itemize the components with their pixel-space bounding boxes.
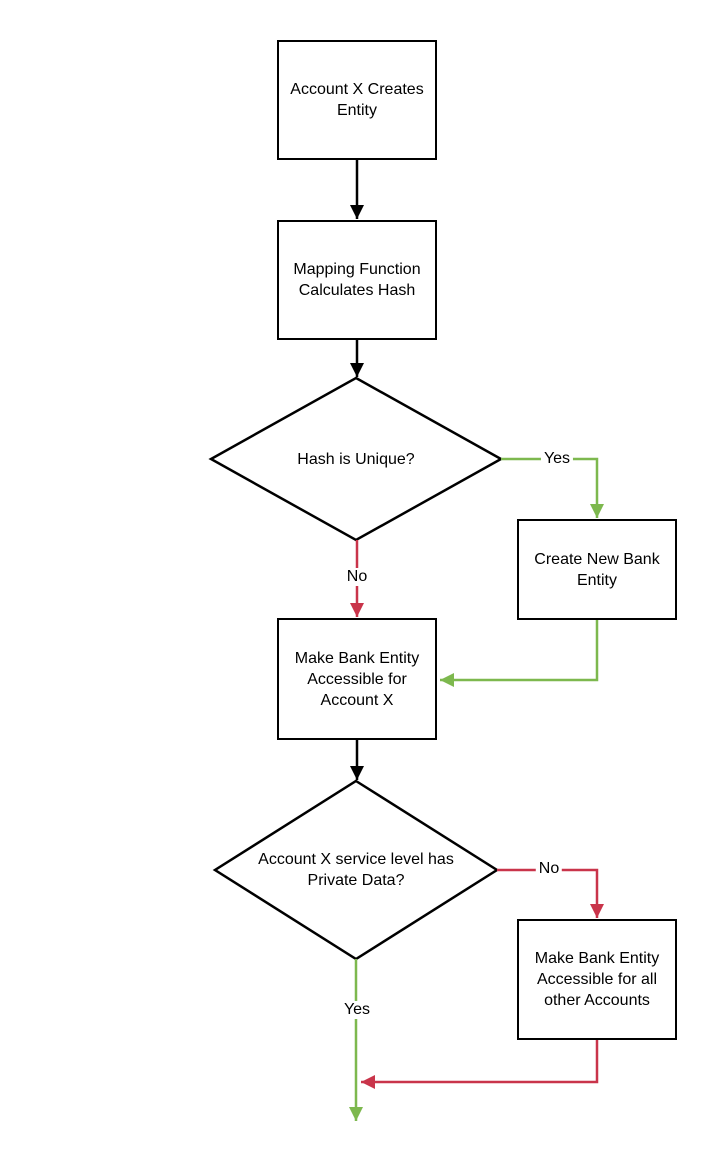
edge-label-yes: Yes <box>340 1001 374 1019</box>
edge-label-yes: Yes <box>540 450 574 468</box>
edge-accessibleall-to-exit <box>361 1040 599 1089</box>
node-label: Account X Creates Entity <box>290 81 424 119</box>
edge-hashunique-yes <box>501 457 604 518</box>
node-accessible-for-account-x: Make Bank Entity Accessible for Account … <box>277 618 437 740</box>
node-label: Make Bank Entity Accessible for Account … <box>294 649 420 709</box>
decision-private-data-label: Account X service level has Private Data… <box>258 851 454 889</box>
node-create-new-bank-entity: Create New Bank Entity <box>517 519 677 620</box>
node-label: Create New Bank Entity <box>534 550 660 589</box>
edge-createbank-to-accessible <box>440 620 599 687</box>
edge-label-no: No <box>343 568 371 586</box>
node-mapping-function-hash: Mapping Function Calculates Hash <box>277 220 437 340</box>
node-account-creates-entity: Account X Creates Entity <box>277 40 437 160</box>
node-label: Make Bank Entity Accessible for all othe… <box>534 950 660 1009</box>
node-label: Mapping Function Calculates Hash <box>293 261 421 299</box>
node-accessible-all-accounts: Make Bank Entity Accessible for all othe… <box>517 919 677 1040</box>
edge-privatedata-no <box>497 868 604 918</box>
edge-label-no: No <box>535 860 563 878</box>
decision-hash-unique-label: Hash is Unique? <box>297 450 415 468</box>
